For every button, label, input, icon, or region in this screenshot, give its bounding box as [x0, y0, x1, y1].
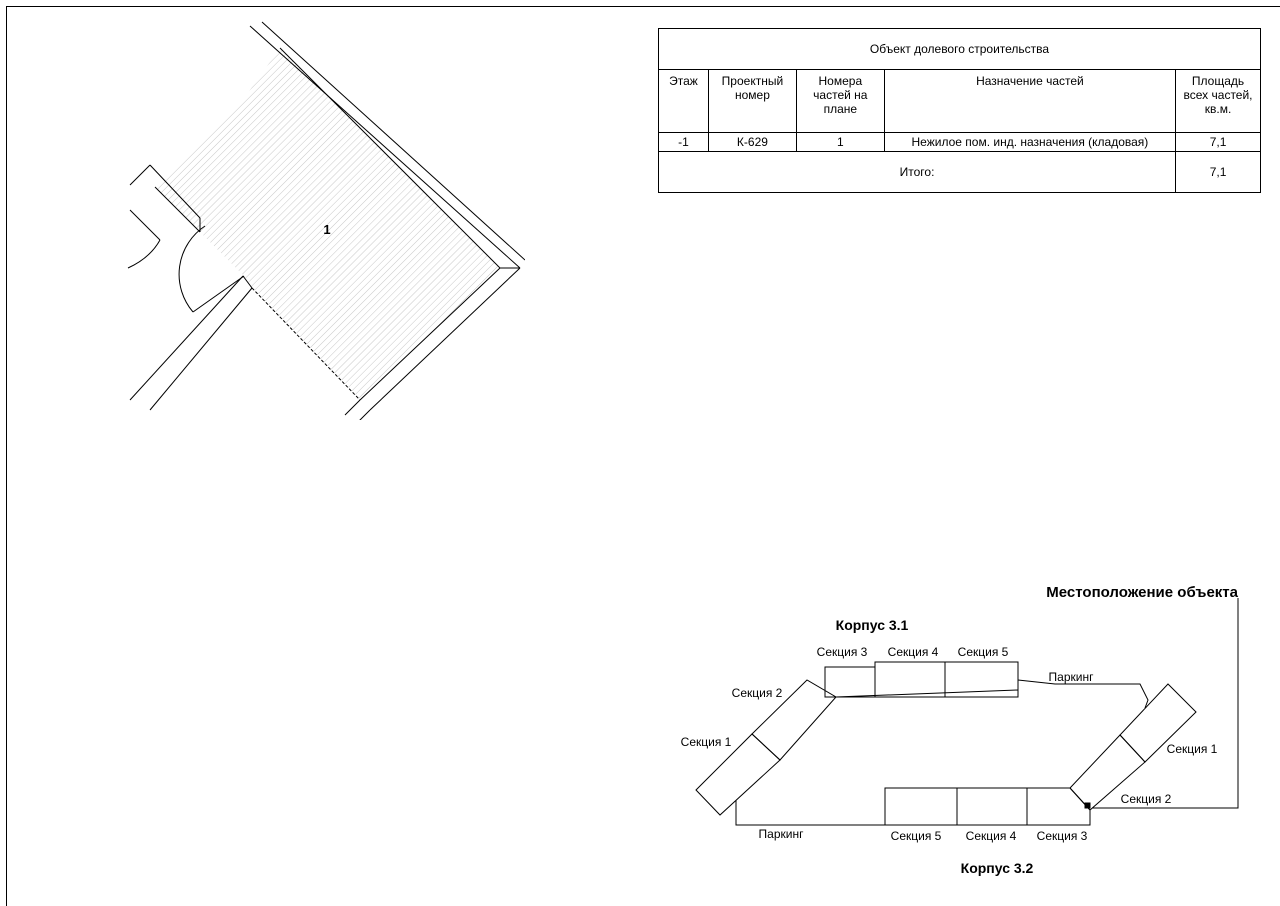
b32-section-1-label: Секция 1 — [1167, 742, 1218, 756]
header-floor: Этаж — [658, 69, 709, 133]
room-hatch — [155, 48, 500, 400]
floor-plan — [127, 21, 525, 420]
header-part-numbers: Номера частей на плане — [795, 69, 885, 133]
table-header-row: Этаж Проектный номер Номера частей на пл… — [658, 69, 1261, 133]
location-scheme — [695, 598, 1239, 826]
building-31-label: Корпус 3.1 — [836, 617, 909, 633]
location-title: Местоположение объекта — [1046, 584, 1238, 601]
b31-section-4-shape — [874, 661, 946, 698]
b32-section-4-shape — [956, 787, 1028, 826]
cell-purpose: Нежилое пом. инд. назначения (кладовая) — [883, 132, 1177, 152]
cell-project-number: К-629 — [707, 132, 797, 152]
header-project-number: Проектный номер — [707, 69, 797, 133]
table-caption-row: Объект долевого строительства — [658, 28, 1261, 70]
b31-section-4-label: Секция 4 — [888, 645, 939, 659]
b31-section-1-label: Секция 1 — [681, 735, 732, 749]
cell-part-number: 1 — [795, 132, 885, 152]
b31-section-5-label: Секция 5 — [958, 645, 1009, 659]
location-leader-line — [1092, 598, 1239, 809]
b31-section-5-shape — [944, 661, 1019, 698]
sheet-border — [6, 6, 1280, 906]
cell-floor: -1 — [658, 132, 709, 152]
object-marker — [1084, 802, 1091, 809]
header-purpose: Назначение частей — [883, 69, 1177, 133]
parking-top-label: Паркинг — [1049, 670, 1095, 684]
b31-section-3-shape — [824, 666, 876, 698]
door-swing — [178, 225, 206, 313]
b32-section-2-label: Секция 2 — [1121, 792, 1172, 806]
header-area: Площадь всех частей, кв.м. — [1175, 69, 1261, 133]
building-32-label: Корпус 3.2 — [961, 860, 1034, 876]
b32-section-5-shape — [884, 787, 958, 826]
spec-table: Объект долевого строительства Этаж Проек… — [657, 28, 1261, 193]
b32-section-3-label: Секция 3 — [1037, 829, 1088, 843]
b31-section-2-label: Секция 2 — [732, 686, 783, 700]
table-total-row: Итого: 7,1 — [657, 151, 1261, 193]
table-row: -1 К-629 1 Нежилое пом. инд. назначения … — [658, 132, 1261, 152]
b32-section-4-label: Секция 4 — [966, 829, 1017, 843]
b32-section-3-shape — [1026, 787, 1091, 826]
parking-bottom-label: Паркинг — [759, 827, 805, 841]
total-value: 7,1 — [1175, 151, 1261, 193]
table-caption: Объект долевого строительства — [658, 28, 1261, 70]
total-label: Итого: — [657, 151, 1177, 193]
b31-section-3-label: Секция 3 — [817, 645, 868, 659]
b32-section-5-label: Секция 5 — [891, 829, 942, 843]
parking-outline — [1017, 679, 1149, 709]
cell-area: 7,1 — [1175, 132, 1261, 152]
room-number: 1 — [323, 222, 330, 237]
